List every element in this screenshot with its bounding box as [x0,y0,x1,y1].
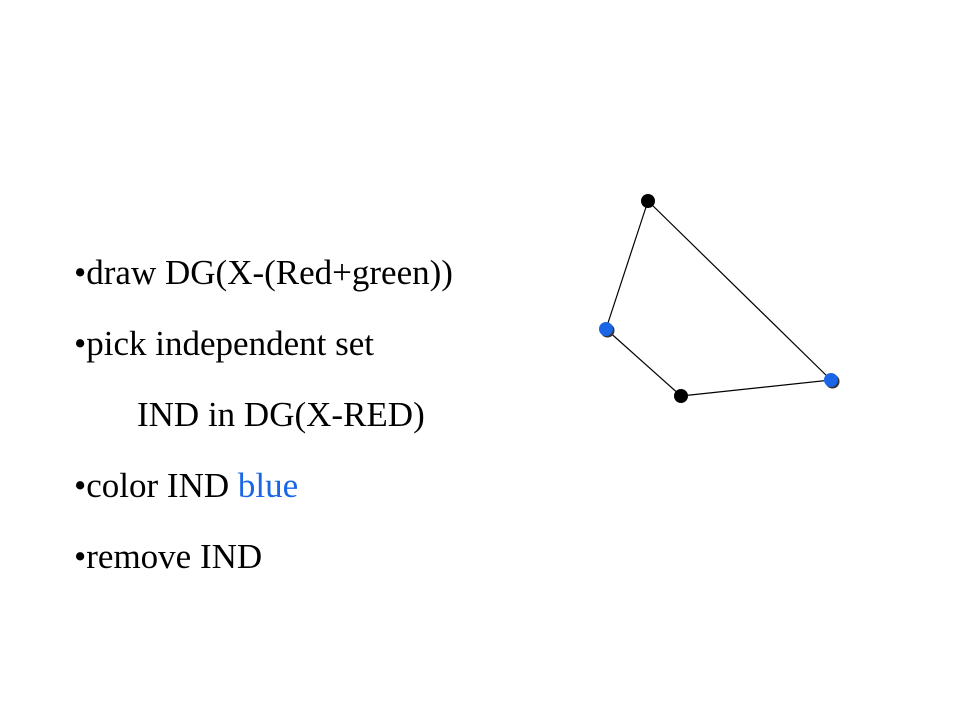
bullet-text: IND in DG(X-RED) [137,395,425,434]
graph-edge-n-bottom-n-right [680,379,832,397]
bullet-ind-continuation: IND in DG(X-RED) [74,396,453,434]
graph-node-black [674,389,688,403]
graph-edge-n-top-n-left [605,200,649,330]
bullet-text: pick independent set [86,324,374,363]
bullet-marker: • [74,253,87,292]
bullet-pick-independent-set: •pick independent set [74,325,453,363]
bullet-marker: • [74,537,87,576]
bullet-text: color IND [86,466,238,505]
bullet-text: draw DG(X-(Red+green)) [86,253,453,292]
bullet-color-ind-blue: •color IND blue [74,467,453,505]
highlight-word-blue: blue [237,466,299,505]
bullet-marker: • [74,324,87,363]
bullet-draw-dg: •draw DG(X-(Red+green)) [74,254,453,292]
graph-node-blue [824,373,838,387]
bullet-remove-ind: •remove IND [74,538,453,576]
graph-edge-n-left-n-bottom [605,328,682,397]
bullet-list: •draw DG(X-(Red+green)) •pick independen… [74,254,453,609]
bullet-marker: • [74,466,87,505]
graph-node-blue [599,322,613,336]
graph-edge-n-right-n-top [647,200,832,381]
bullet-text: remove IND [86,537,263,576]
graph-node-black [641,194,655,208]
